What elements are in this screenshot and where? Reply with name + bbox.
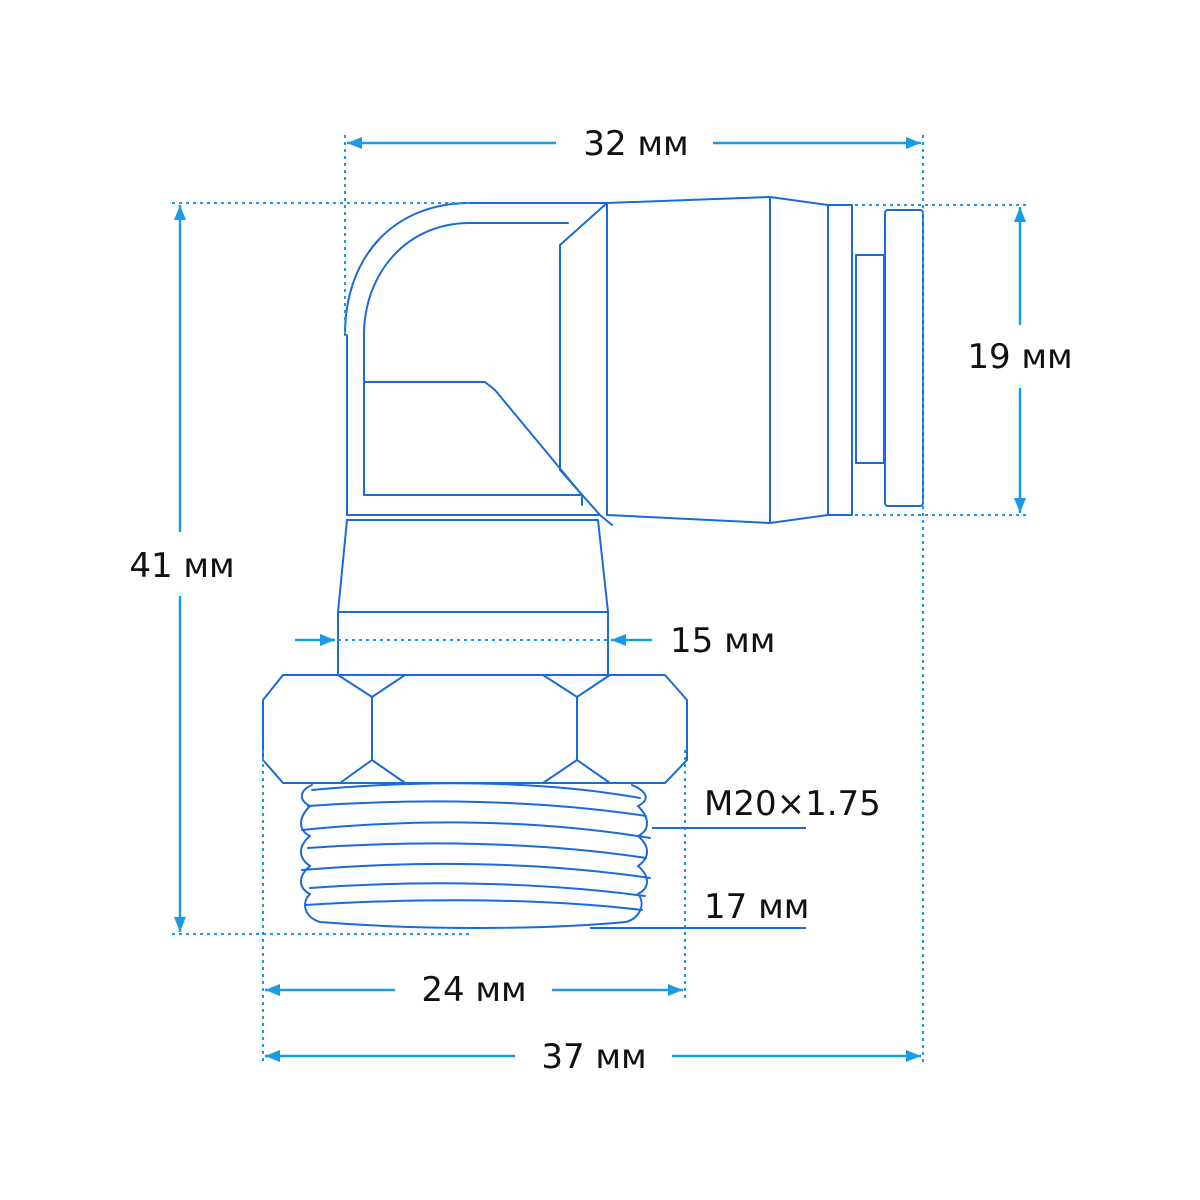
label-top-width: 32 мм xyxy=(583,124,688,164)
elbow-fitting xyxy=(262,196,924,929)
elbow-body xyxy=(344,202,613,526)
label-outlet-diameter: 19 мм xyxy=(967,337,1072,377)
label-overall-width: 37 мм xyxy=(541,1037,646,1077)
dimension-outlet-diameter: 19 мм xyxy=(967,207,1073,513)
hex-nut xyxy=(262,674,688,784)
thread-callouts: M20×1.75 17 мм xyxy=(590,784,881,929)
dimension-hex-size: 24 мм xyxy=(265,970,683,1010)
dimension-height: 41 мм xyxy=(129,205,235,932)
label-hex-size: 24 мм xyxy=(421,970,526,1010)
dimension-neck-diameter: 15 мм xyxy=(295,621,775,661)
push-fit-outlet xyxy=(606,196,924,524)
label-thread-length: 17 мм xyxy=(704,887,809,927)
dimension-overall-width: 37 мм xyxy=(265,1037,921,1077)
dimension-top-width: 32 мм xyxy=(347,124,921,164)
label-height: 41 мм xyxy=(129,546,234,586)
threaded-section xyxy=(300,782,651,929)
dimension-annotations: 32 мм 41 мм 19 мм 15 мм xyxy=(129,124,1072,1077)
label-neck-diameter: 15 мм xyxy=(670,621,775,661)
label-thread-spec: M20×1.75 xyxy=(704,784,881,824)
neck xyxy=(337,519,609,676)
